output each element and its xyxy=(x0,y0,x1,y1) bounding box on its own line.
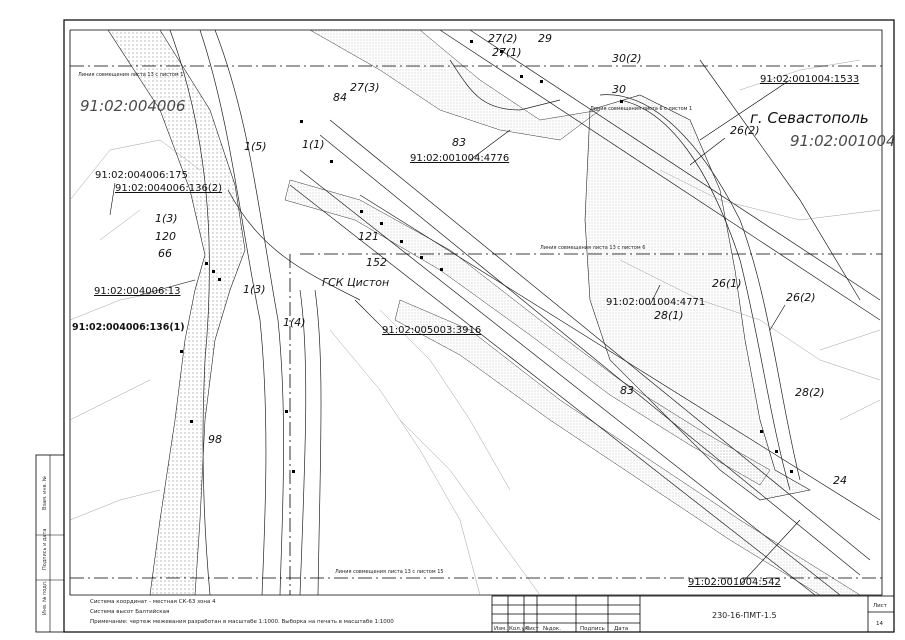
plot-label-152: 152 xyxy=(366,256,387,269)
plot-label-1-3-left: 1(3) xyxy=(155,212,178,225)
match-note-4: Линия совмещения листа 13 с листом 15 xyxy=(335,569,444,575)
stamp-header-data: Дата xyxy=(614,626,628,632)
plot-label-26-2-right: 26(2) xyxy=(786,291,816,304)
plot-label-30: 30 xyxy=(612,83,626,96)
plot-label-121: 121 xyxy=(358,230,379,243)
plot-label-26-1: 26(1) xyxy=(712,277,742,290)
plot-label-1-4: 1(4) xyxy=(283,316,306,329)
cad-ref-13: 91:02:004006:13 xyxy=(94,286,180,297)
city-label: г. Севастополь xyxy=(750,109,869,127)
plot-label-1-1: 1(1) xyxy=(302,138,325,151)
match-note-2: Линия совмещения листа 6 с листом 1 xyxy=(590,106,692,112)
cad-ref-175: 91:02:004006:175 xyxy=(95,170,188,181)
plot-label-26-2-top: 26(2) xyxy=(730,124,760,137)
plot-label-66: 66 xyxy=(158,247,172,260)
plot-label-120: 120 xyxy=(155,230,176,243)
plot-label-27-3: 27(3) xyxy=(350,81,380,94)
plot-label-28-1: 28(1) xyxy=(654,309,684,322)
plot-label-1-3-mid: 1(3) xyxy=(243,283,266,296)
quarter-label-001004: 91:02:001004 xyxy=(790,132,896,150)
footer-note-2: Система высот Балтийская xyxy=(90,608,169,615)
match-note-1: Линия совмещения листа 13 с листом 1 xyxy=(78,72,183,78)
drawing-frame xyxy=(69,29,883,596)
plot-label-29: 29 xyxy=(538,32,552,45)
dotted-area-road-1 xyxy=(284,179,771,486)
cad-ref-136-2: 91:02:004006:136(2) xyxy=(115,183,222,194)
plot-label-1-5: 1(5) xyxy=(244,140,267,153)
plot-label-84: 84 xyxy=(333,91,347,104)
footer-note-3: Примечание: чертеж межевания разработан … xyxy=(90,619,394,625)
stamp-header-kol: Кол.уч xyxy=(509,626,528,632)
plot-label-27-1: 27(1) xyxy=(492,46,522,59)
match-note-3: Линия совмещения листа 13 с листом 6 xyxy=(540,245,645,251)
plot-label-83-top: 83 xyxy=(452,136,466,149)
map-area xyxy=(69,29,883,596)
dotted-area-right xyxy=(584,94,811,501)
cad-ref-1533: 91:02:001004:1533 xyxy=(760,74,859,85)
plot-label-98: 98 xyxy=(208,433,222,446)
side-stamp-text-2: Подпись и дата xyxy=(42,529,48,570)
stamp-sheet-number: 14 xyxy=(876,621,883,627)
cad-ref-4776: 91:02:001004:4776 xyxy=(410,153,509,164)
cad-ref-542: 91:02:001004:542 xyxy=(688,577,781,588)
plot-label-28-2: 28(2) xyxy=(795,386,825,399)
dotted-area-left-strip xyxy=(107,29,246,596)
plot-label-83-bottom: 83 xyxy=(620,384,634,397)
stamp-header-izm: Изм. xyxy=(494,626,507,632)
gsk-label: ГСК Цистон xyxy=(322,276,389,289)
survey-points xyxy=(180,40,793,473)
parcel-lines xyxy=(69,59,881,596)
dotted-area-road-2 xyxy=(309,29,601,141)
cad-ref-3916: 91:02:005003:3916 xyxy=(382,325,481,336)
title-block xyxy=(491,595,895,633)
plot-label-30-2: 30(2) xyxy=(612,52,642,65)
sheet-border xyxy=(63,19,895,633)
plot-label-24: 24 xyxy=(833,474,847,487)
cad-ref-4771: 91:02:001004:4771 xyxy=(606,297,705,308)
stamp-doc-code: 230-16-ПМТ-1.5 xyxy=(712,611,777,620)
stamp-sheet-label: Лист xyxy=(873,603,888,609)
cad-ref-136-1: 91:02:004006:136(1) xyxy=(72,322,185,333)
leader-lines xyxy=(109,79,801,586)
plot-label-27-2: 27(2) xyxy=(488,32,518,45)
stamp-header-podpis: Подпись xyxy=(580,626,605,632)
side-stamp-text-1: Взам. инв. № xyxy=(42,475,48,510)
stamp-header-list: Лист xyxy=(525,626,540,632)
quarter-label-004006: 91:02:004006 xyxy=(80,97,186,115)
side-stamp-text-3: Инв. № подл. xyxy=(42,580,48,615)
stamp-header-ndok: №док. xyxy=(543,626,561,632)
road-lines xyxy=(169,29,881,596)
footer-note-1: Система координат - местная СК-63 зона 4 xyxy=(90,599,216,605)
